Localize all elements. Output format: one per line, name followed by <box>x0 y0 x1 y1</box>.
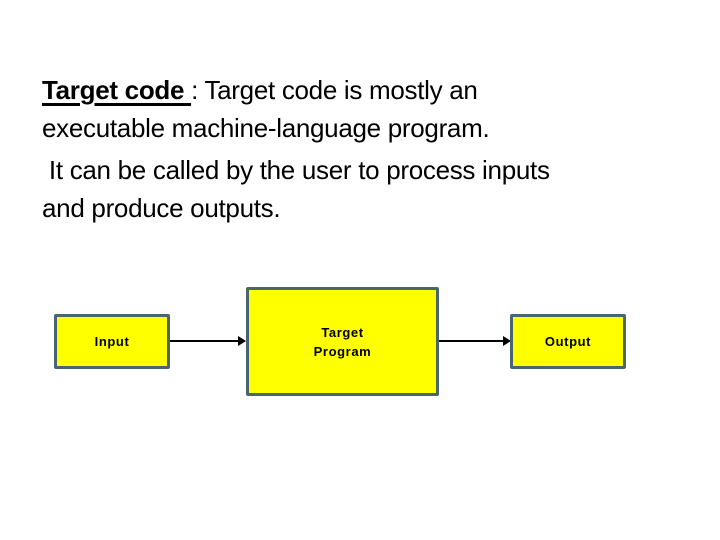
arrow-input-to-target-head-icon <box>238 336 246 346</box>
input-box-label: Input <box>94 334 130 349</box>
target-program-label-line1: Target <box>321 324 364 340</box>
term-target-code: Target code <box>42 75 192 105</box>
definition-line-1: Target code : Target code is mostly an <box>42 71 550 109</box>
arrow-target-to-output-shaft <box>439 340 504 342</box>
output-box: Output <box>510 314 626 369</box>
definition-text-block: Target code : Target code is mostly an e… <box>42 71 550 227</box>
target-program-label-line2: Program <box>313 343 372 359</box>
input-box: Input <box>54 314 170 369</box>
definition-line-2: executable machine-language program. <box>42 113 490 143</box>
arrow-input-to-target-shaft <box>170 340 239 342</box>
arrow-target-to-output-head-icon <box>503 336 511 346</box>
definition-line-1-rest: : Target code is mostly an <box>191 75 478 105</box>
definition-line-3: It can be called by the user to process … <box>42 155 550 185</box>
target-program-box: Target Program <box>246 287 439 396</box>
definition-line-4: and produce outputs. <box>42 193 281 223</box>
output-box-label: Output <box>544 334 592 349</box>
